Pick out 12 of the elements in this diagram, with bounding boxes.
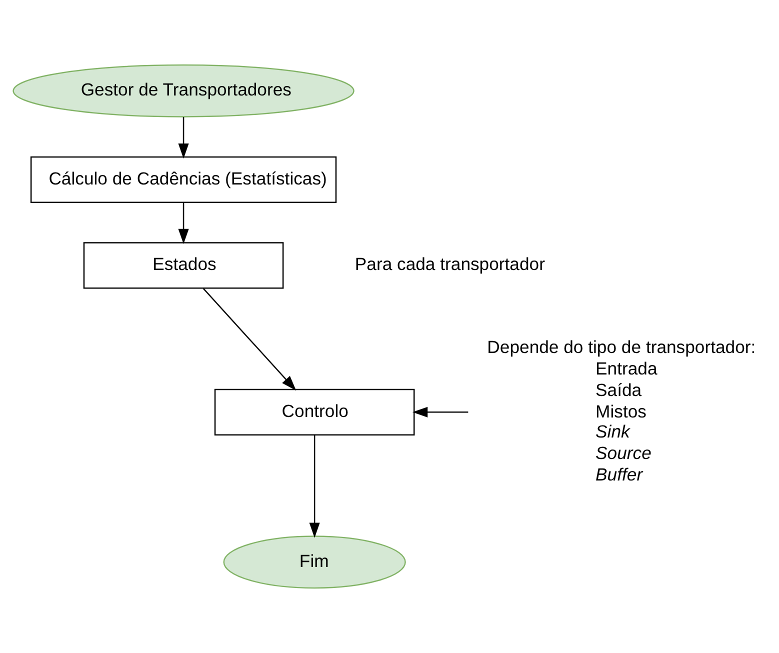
node-ellipse: Fim (223, 536, 406, 589)
arrow (412, 406, 468, 418)
arrow (178, 117, 189, 159)
node-box: Controlo (214, 388, 415, 436)
node-box: Estados (83, 242, 284, 289)
node-text: Depende do tipo de transportador: Entrada Saída Mistos Sink Source Buffer (487, 337, 756, 484)
label: Para cada transportador (354, 254, 545, 274)
node-ellipse: Gestor de Transportadores (12, 64, 354, 118)
node-box: Cálculo de Cadências (Estatísticas) (30, 156, 337, 204)
arrow (309, 434, 320, 538)
arrow (202, 288, 296, 391)
arrow (178, 202, 189, 244)
